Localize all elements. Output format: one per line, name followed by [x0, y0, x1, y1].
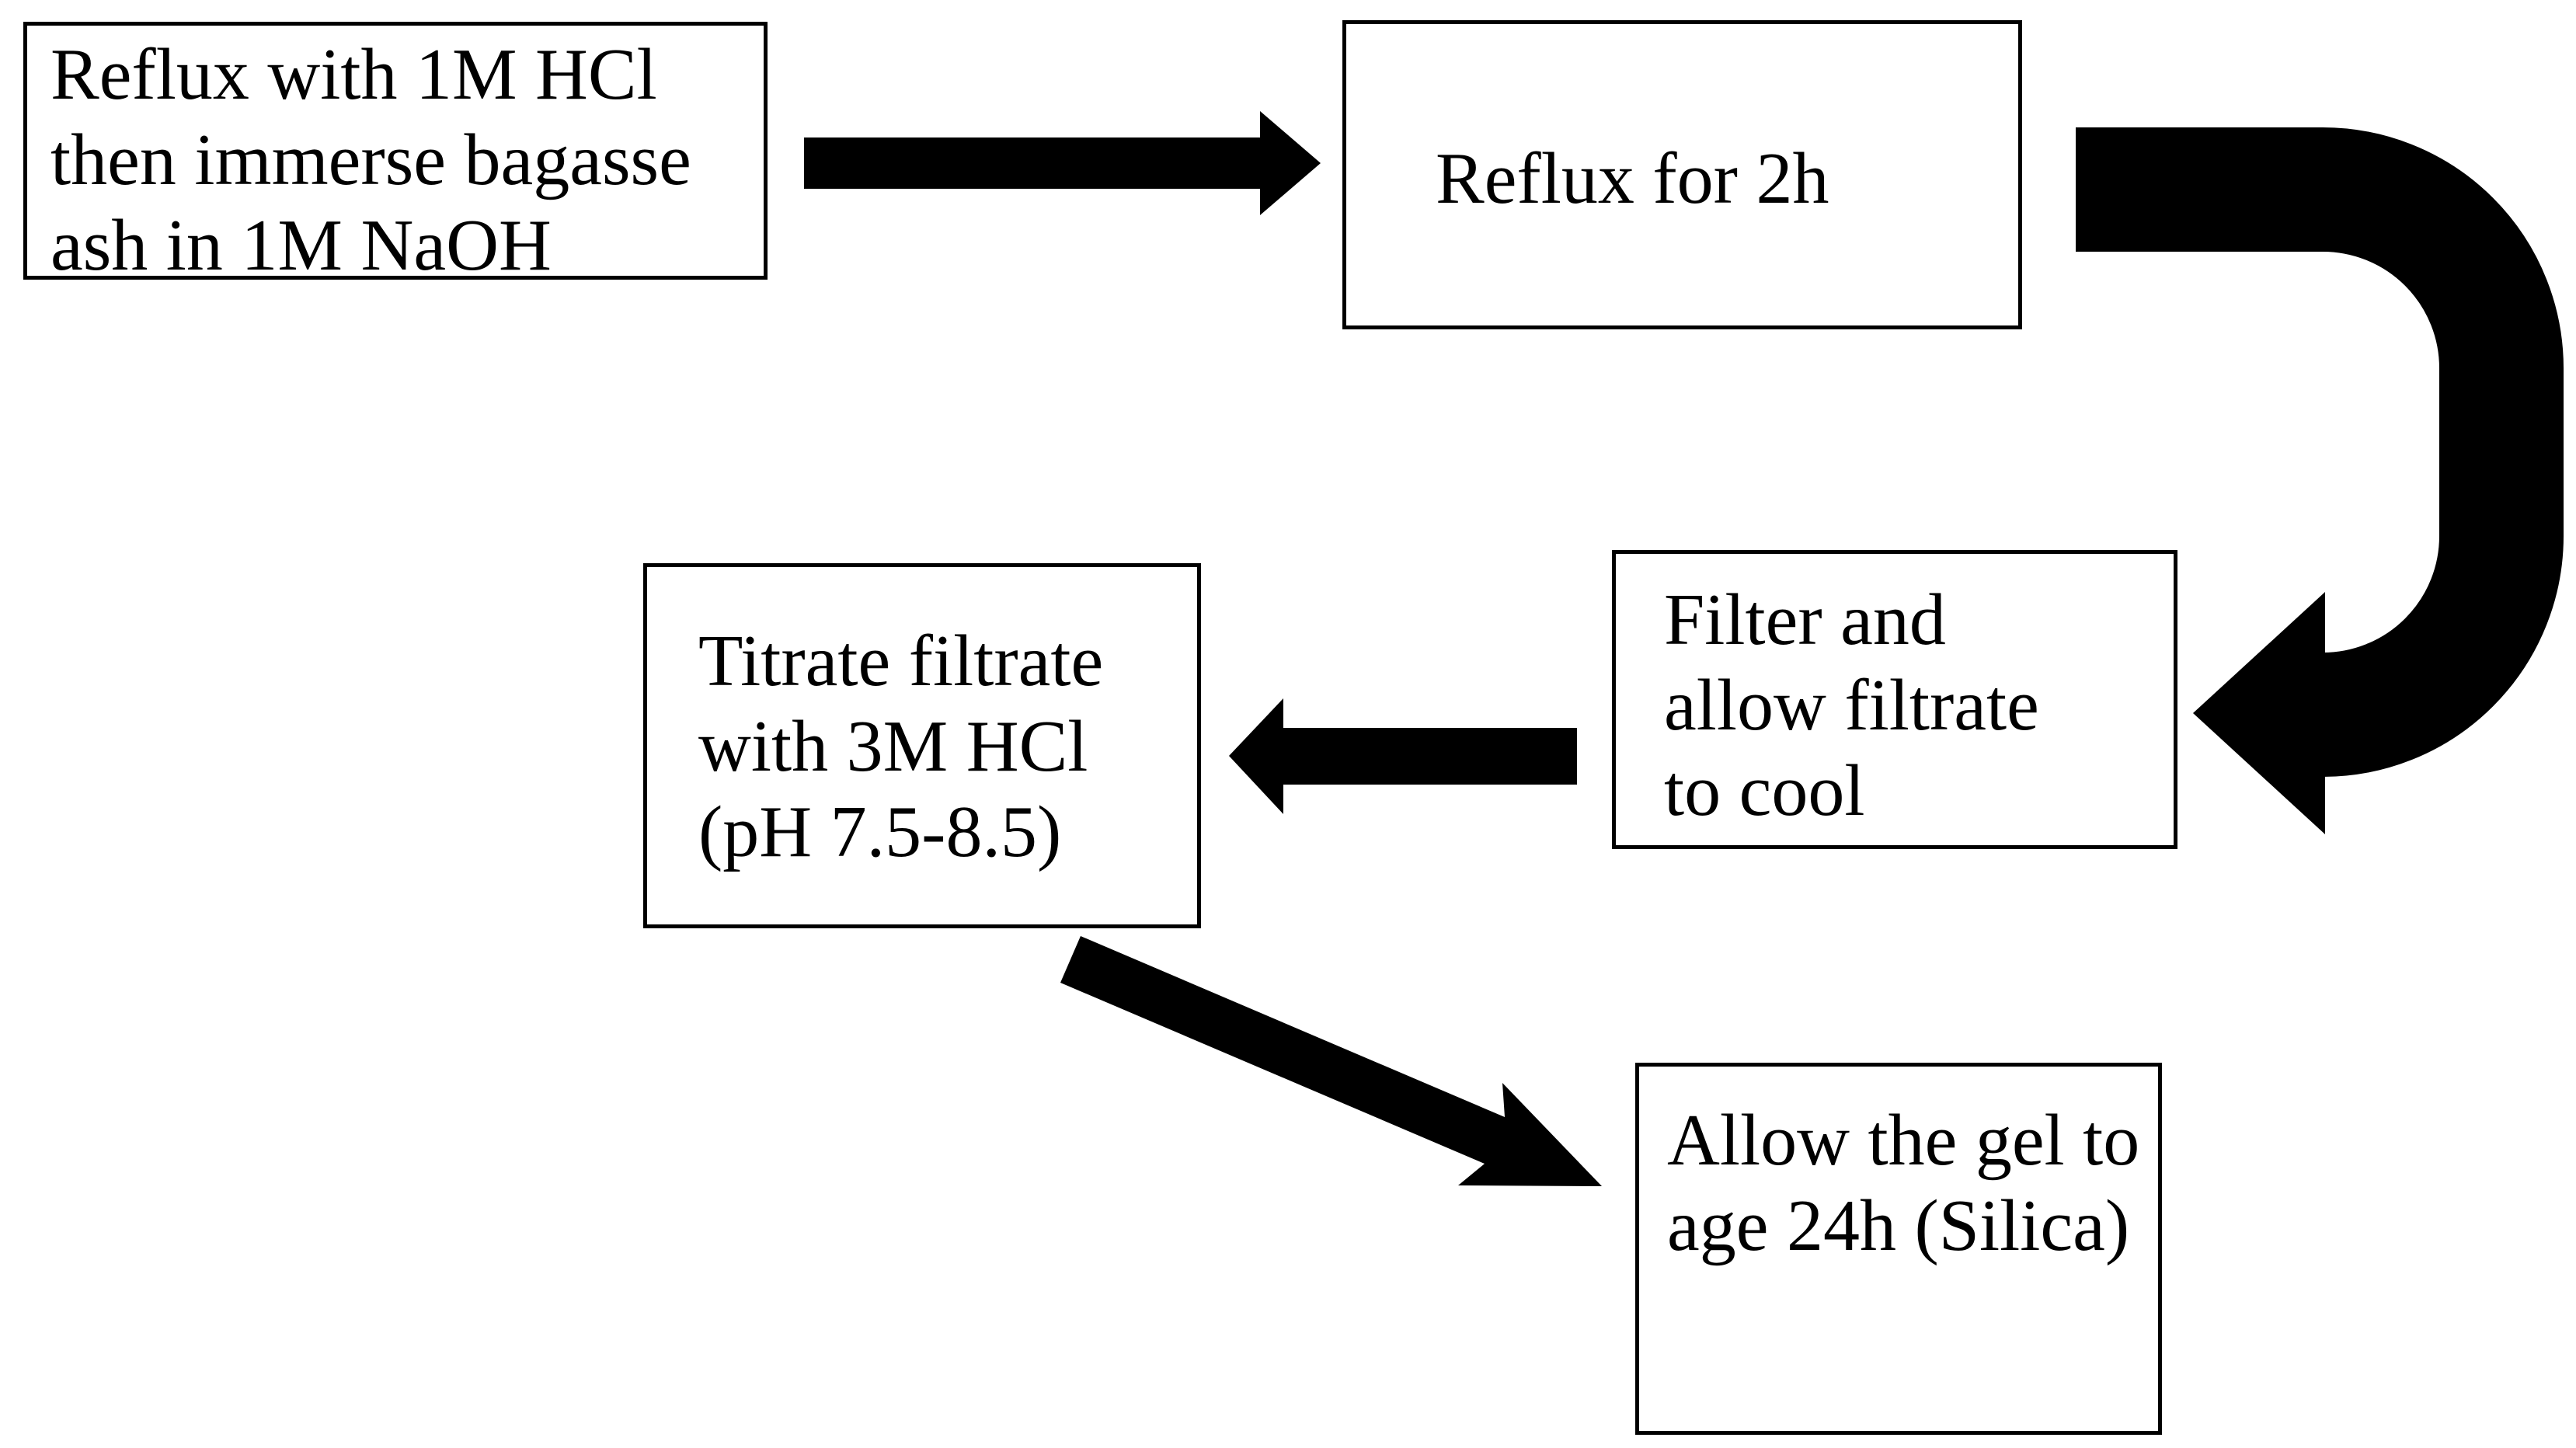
step-box-filter-cool: Filter and allow filtrate to cool: [1612, 550, 2177, 849]
step-text-line: (pH 7.5-8.5): [698, 792, 1062, 872]
arrow-step1-to-step2-icon: [804, 111, 1321, 215]
step-text-line: Filter and: [1664, 580, 1946, 660]
step-box-reflux-2h: Reflux for 2h: [1342, 20, 2022, 329]
arrow-step3-to-step4-icon: [1229, 698, 1577, 814]
step-text-line: Allow the gel to: [1667, 1100, 2140, 1181]
arrow-step2-to-step3-head-icon: [2193, 592, 2325, 834]
step-text-line: ash in 1M NaOH: [50, 205, 552, 286]
step-text-line: with 3M HCl: [698, 706, 1088, 787]
step-box-age-gel: Allow the gel to age 24h (Silica): [1635, 1063, 2162, 1435]
step-text-line: Titrate filtrate: [698, 621, 1104, 701]
step-text-line: then immerse bagasse: [50, 120, 691, 200]
step-text-line: Reflux for 2h: [1436, 138, 1829, 219]
arrow-step2-to-step3-shaft-icon: [2076, 127, 2564, 777]
step-text-line: to cool: [1664, 750, 1865, 831]
step-text-line: age 24h (Silica): [1667, 1185, 2130, 1266]
step-box-titrate: Titrate filtrate with 3M HCl (pH 7.5-8.5…: [643, 563, 1201, 928]
step-text-line: allow filtrate: [1664, 665, 2039, 746]
arrow-step4-to-step5-icon: [1060, 936, 1602, 1186]
step-text-line: Reflux with 1M HCl: [50, 34, 657, 115]
step-box-reflux-immerse: Reflux with 1M HCl then immerse bagasse …: [23, 22, 768, 286]
